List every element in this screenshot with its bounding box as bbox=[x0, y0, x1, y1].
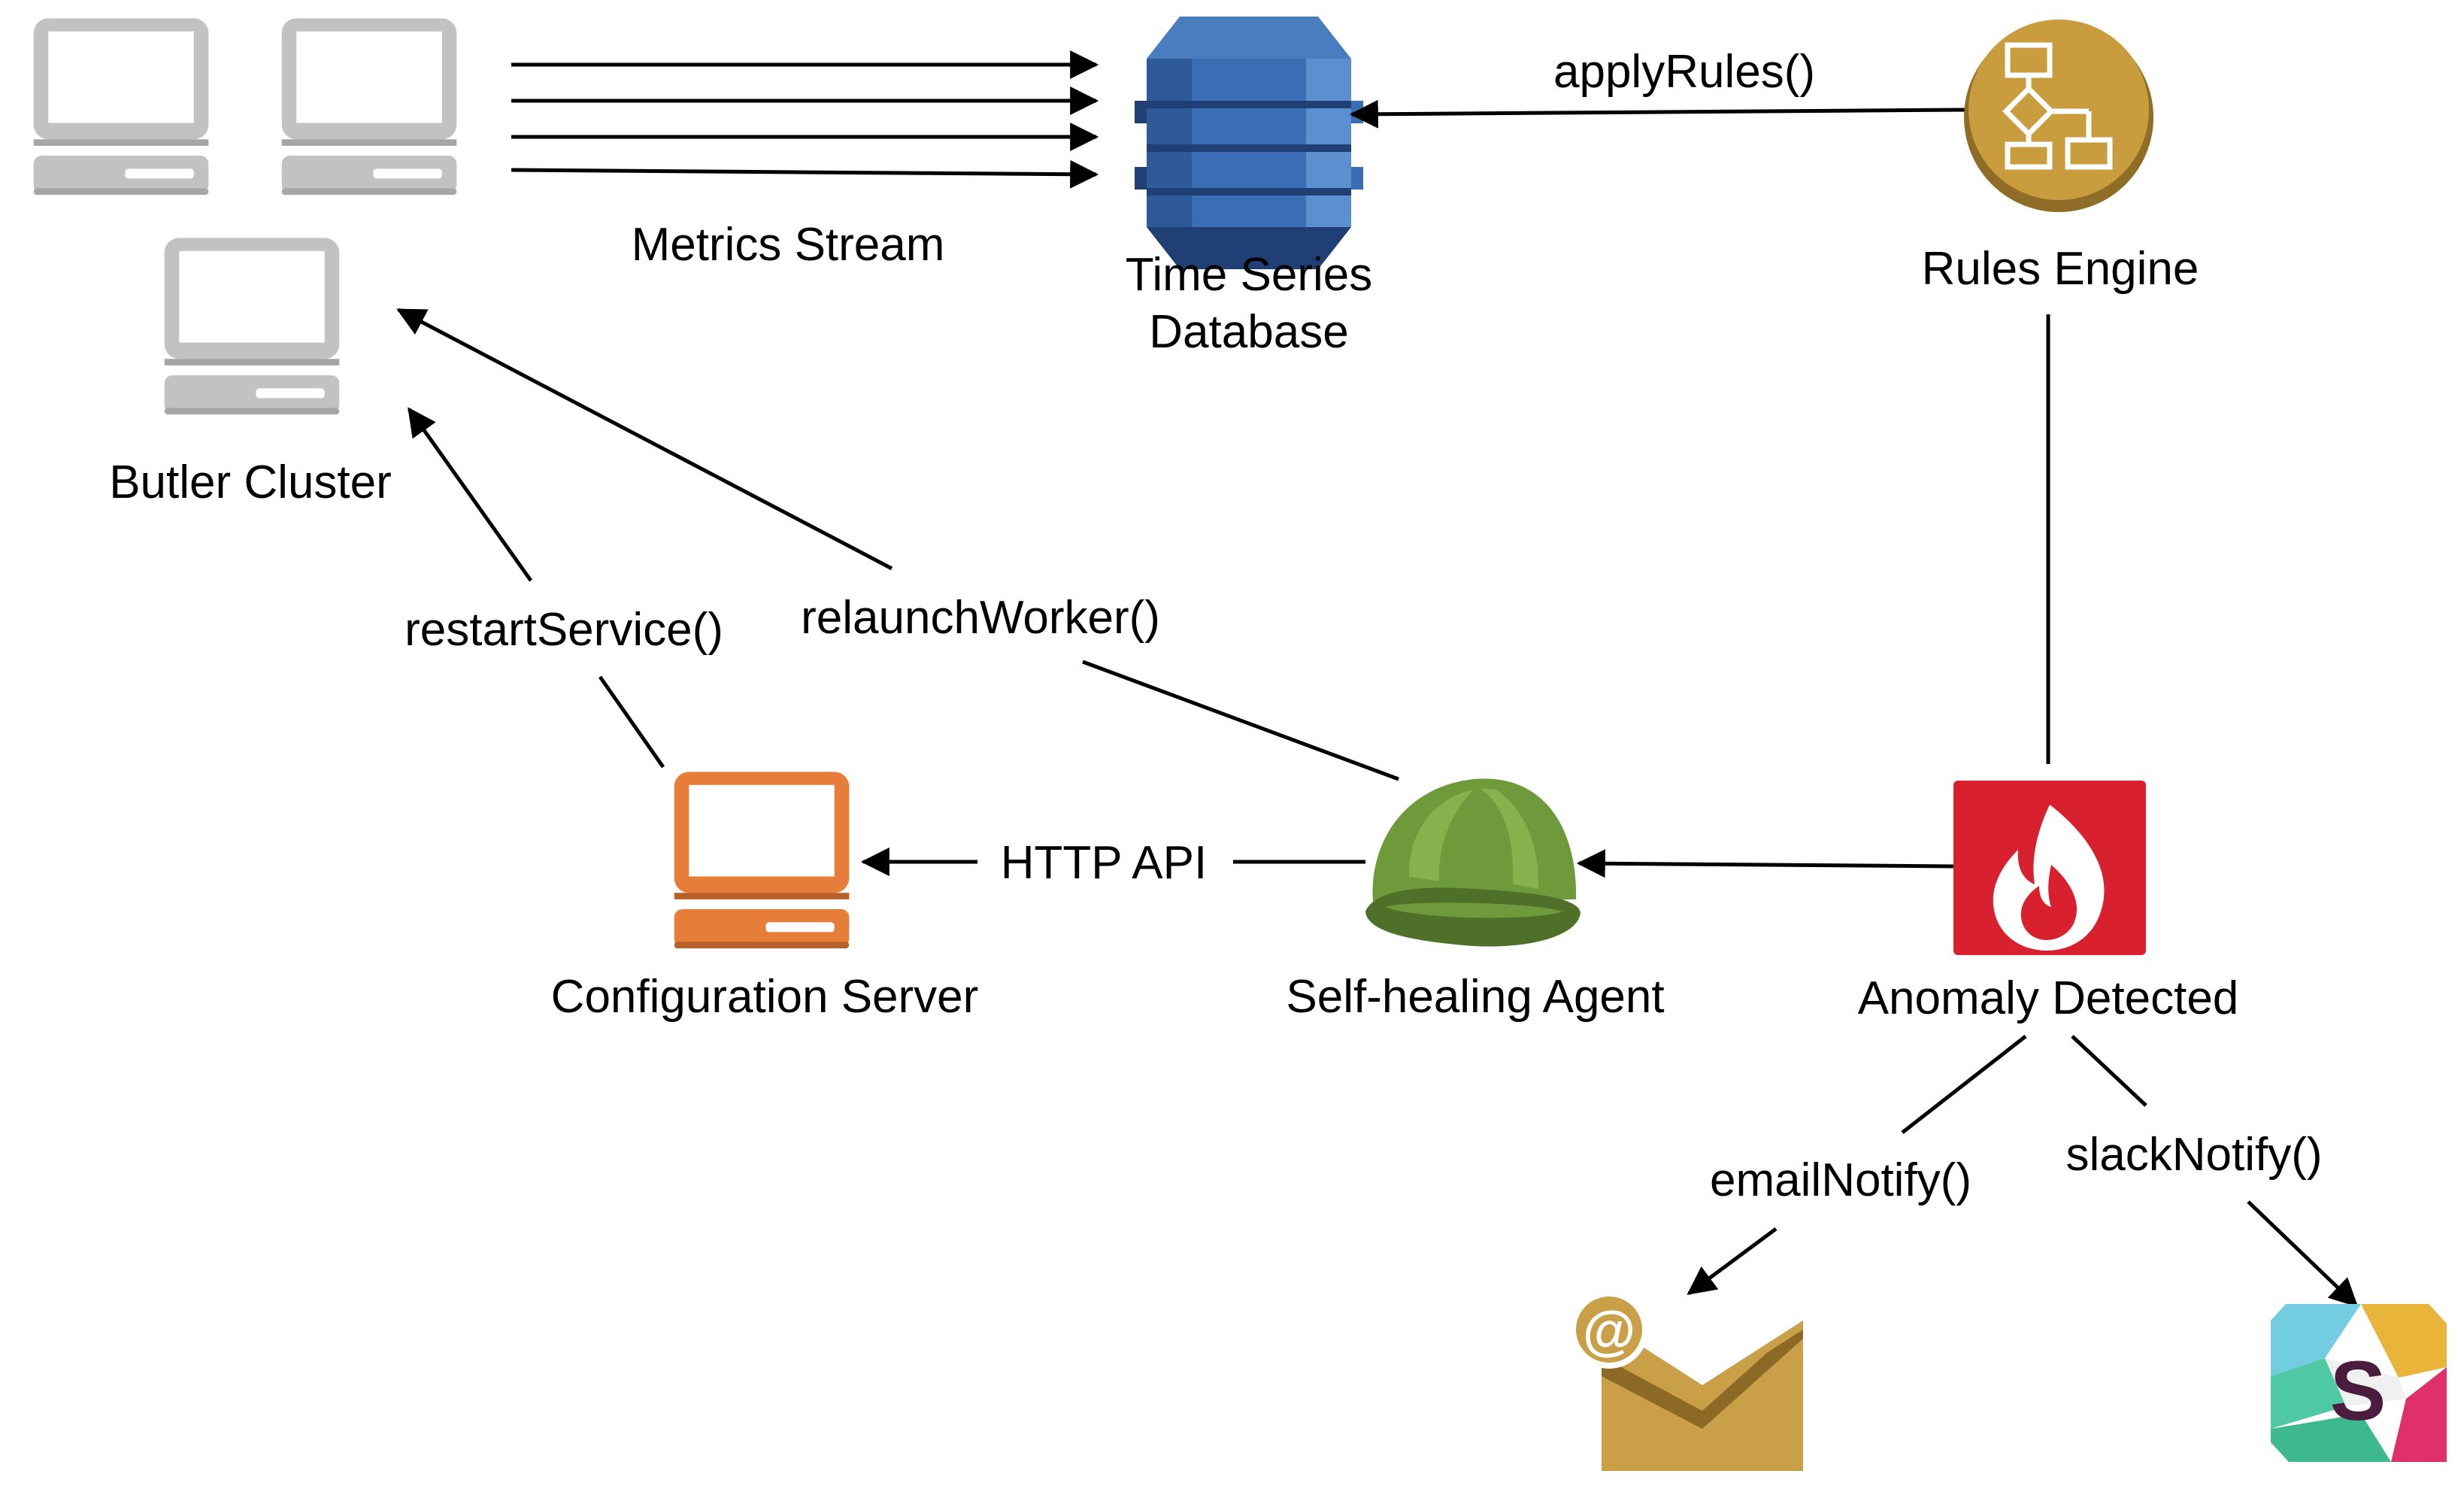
time-series-database-label-line2: Database bbox=[1149, 306, 1348, 358]
butler-cluster-computer-1 bbox=[33, 18, 209, 196]
desktop-computer-icon bbox=[281, 18, 457, 196]
restart-service-arrow bbox=[407, 407, 533, 582]
rules-engine-label: Rules Engine bbox=[1922, 243, 2199, 295]
butler-cluster-computer-3 bbox=[164, 238, 340, 415]
email-envelope-icon: @ bbox=[1570, 1290, 1803, 1471]
email-notify-label: emailNotify() bbox=[1710, 1154, 1972, 1206]
email-at-symbol: @ bbox=[1583, 1301, 1635, 1361]
desktop-computer-icon bbox=[33, 18, 209, 196]
flowchart-icon bbox=[1964, 20, 2153, 212]
configuration-server-computer bbox=[674, 772, 850, 949]
relaunch-worker-line-segment bbox=[1082, 660, 1399, 781]
configuration-server-label: Configuration Server bbox=[551, 971, 979, 1023]
metrics-stream-label: Metrics Stream bbox=[632, 219, 945, 271]
hard-hat-icon bbox=[1365, 778, 1581, 947]
restart-service-label: restartService() bbox=[405, 604, 723, 656]
flame-alert-icon bbox=[1953, 781, 2146, 955]
email-notify-arrow bbox=[1687, 1227, 1778, 1296]
butler-cluster-computer-2 bbox=[281, 18, 457, 196]
apply-rules-arrow bbox=[1349, 99, 1966, 129]
butler-cluster-label: Butler Cluster bbox=[109, 456, 392, 508]
self-healing-agent-label: Self-healing Agent bbox=[1286, 971, 1664, 1023]
time-series-database-label-line1: Time Series bbox=[1126, 249, 1372, 301]
restart-service-line-segment bbox=[598, 675, 665, 769]
desktop-computer-icon bbox=[164, 238, 340, 415]
apply-rules-label: applyRules() bbox=[1553, 46, 1815, 98]
slack-notify-label: slackNotify() bbox=[2065, 1129, 2322, 1181]
http-api-label: HTTP API bbox=[1001, 837, 1208, 889]
slack-notify-arrow bbox=[2247, 1200, 2359, 1308]
slack-notify-line-segment bbox=[2071, 1035, 2147, 1107]
slack-s-letter: S bbox=[2330, 1344, 2387, 1438]
metrics-arrow-4 bbox=[511, 159, 1099, 189]
email-notify-line-segment bbox=[1901, 1035, 2027, 1134]
slack-logo-icon: S bbox=[2271, 1304, 2447, 1462]
desktop-computer-icon bbox=[674, 772, 850, 949]
relaunch-worker-label: relaunchWorker() bbox=[801, 592, 1160, 644]
metrics-stream-arrows bbox=[511, 50, 1099, 189]
database-icon bbox=[1135, 17, 1363, 269]
anomaly-to-agent-arrow bbox=[1576, 849, 1954, 878]
relaunch-worker-arrow bbox=[396, 308, 893, 571]
anomaly-detected-label: Anomaly Detected bbox=[1858, 972, 2239, 1024]
